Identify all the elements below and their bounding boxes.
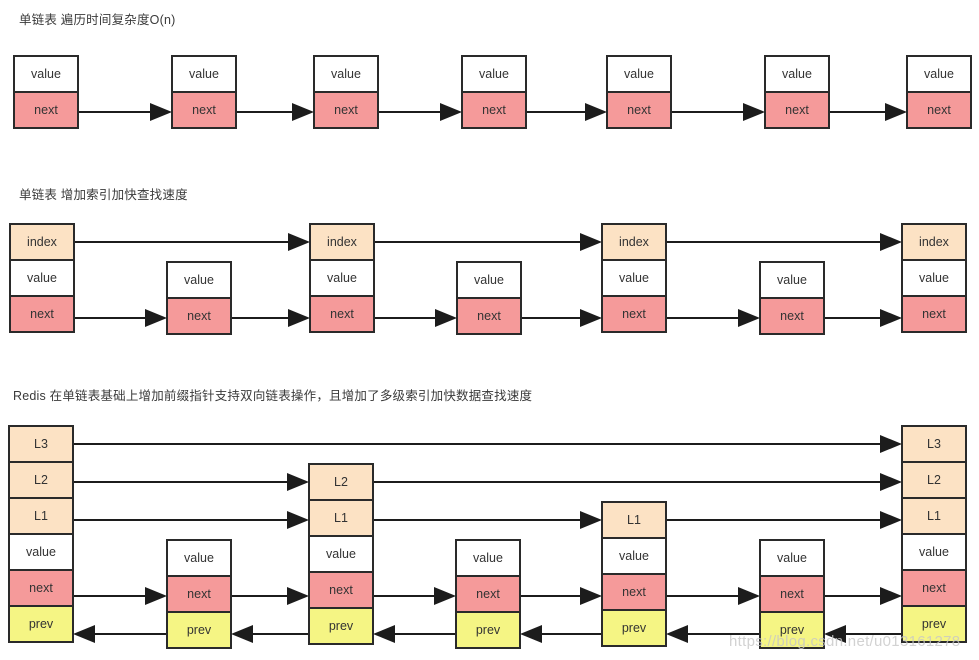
node-cell-l2: L2	[308, 463, 374, 501]
node-cell-l1: L1	[308, 499, 374, 537]
node-cell-l1: L1	[601, 501, 667, 539]
section-title-redis-skiplist: Redis 在单链表基础上增加前缀指针支持双向链表操作，且增加了多级索引加快数据…	[13, 389, 533, 403]
node-cell-value: value	[8, 533, 74, 571]
node-cell-value: value	[308, 535, 374, 573]
node-cell-value: value	[901, 533, 967, 571]
node-cell-l2: L2	[901, 461, 967, 499]
node-cell-prev: prev	[455, 611, 521, 649]
node-cell-l2: L2	[8, 461, 74, 499]
csdn-watermark: https://blog.csdn.net/u013161278	[729, 633, 961, 650]
node-cell-value: value	[9, 259, 75, 297]
node-cell-next: next	[759, 575, 825, 613]
node-cell-next: next	[461, 91, 527, 129]
node-cell-next: next	[601, 295, 667, 333]
node-cell-value: value	[759, 261, 825, 299]
node-cell-next: next	[166, 297, 232, 335]
node-cell-value: value	[901, 259, 967, 297]
node-cell-next: next	[171, 91, 237, 129]
node-cell-next: next	[313, 91, 379, 129]
section-title-traversal: 单链表 遍历时间复杂度O(n)	[19, 13, 176, 27]
node-cell-prev: prev	[759, 611, 825, 649]
node-cell-next: next	[308, 571, 374, 609]
node-cell-value: value	[601, 259, 667, 297]
node-cell-next: next	[455, 575, 521, 613]
node-cell-next: next	[759, 297, 825, 335]
node-cell-next: next	[309, 295, 375, 333]
node-cell-value: value	[171, 55, 237, 93]
node-cell-next: next	[166, 575, 232, 613]
node-cell-prev: prev	[901, 605, 967, 643]
node-cell-prev: prev	[601, 609, 667, 647]
node-cell-value: value	[166, 539, 232, 577]
node-cell-value: value	[461, 55, 527, 93]
node-cell-next: next	[13, 91, 79, 129]
node-cell-value: value	[313, 55, 379, 93]
node-cell-next: next	[606, 91, 672, 129]
node-cell-value: value	[606, 55, 672, 93]
node-cell-next: next	[901, 569, 967, 607]
node-cell-index: index	[9, 223, 75, 261]
node-cell-next: next	[9, 295, 75, 333]
node-cell-prev: prev	[308, 607, 374, 645]
section-title-indexed: 单链表 增加索引加快查找速度	[19, 188, 188, 202]
node-cell-next: next	[456, 297, 522, 335]
node-cell-index: index	[601, 223, 667, 261]
node-cell-value: value	[759, 539, 825, 577]
node-cell-value: value	[764, 55, 830, 93]
node-cell-prev: prev	[166, 611, 232, 649]
node-cell-next: next	[8, 569, 74, 607]
node-cell-prev: prev	[8, 605, 74, 643]
node-cell-value: value	[13, 55, 79, 93]
node-cell-next: next	[601, 573, 667, 611]
node-cell-l1: L1	[8, 497, 74, 535]
node-cell-value: value	[906, 55, 972, 93]
node-cell-index: index	[901, 223, 967, 261]
node-cell-value: value	[456, 261, 522, 299]
node-cell-l3: L3	[901, 425, 967, 463]
node-cell-value: value	[166, 261, 232, 299]
node-cell-value: value	[455, 539, 521, 577]
node-cell-value: value	[601, 537, 667, 575]
node-cell-next: next	[901, 295, 967, 333]
node-cell-l3: L3	[8, 425, 74, 463]
node-cell-l1: L1	[901, 497, 967, 535]
node-cell-index: index	[309, 223, 375, 261]
node-cell-value: value	[309, 259, 375, 297]
node-cell-next: next	[906, 91, 972, 129]
node-cell-next: next	[764, 91, 830, 129]
